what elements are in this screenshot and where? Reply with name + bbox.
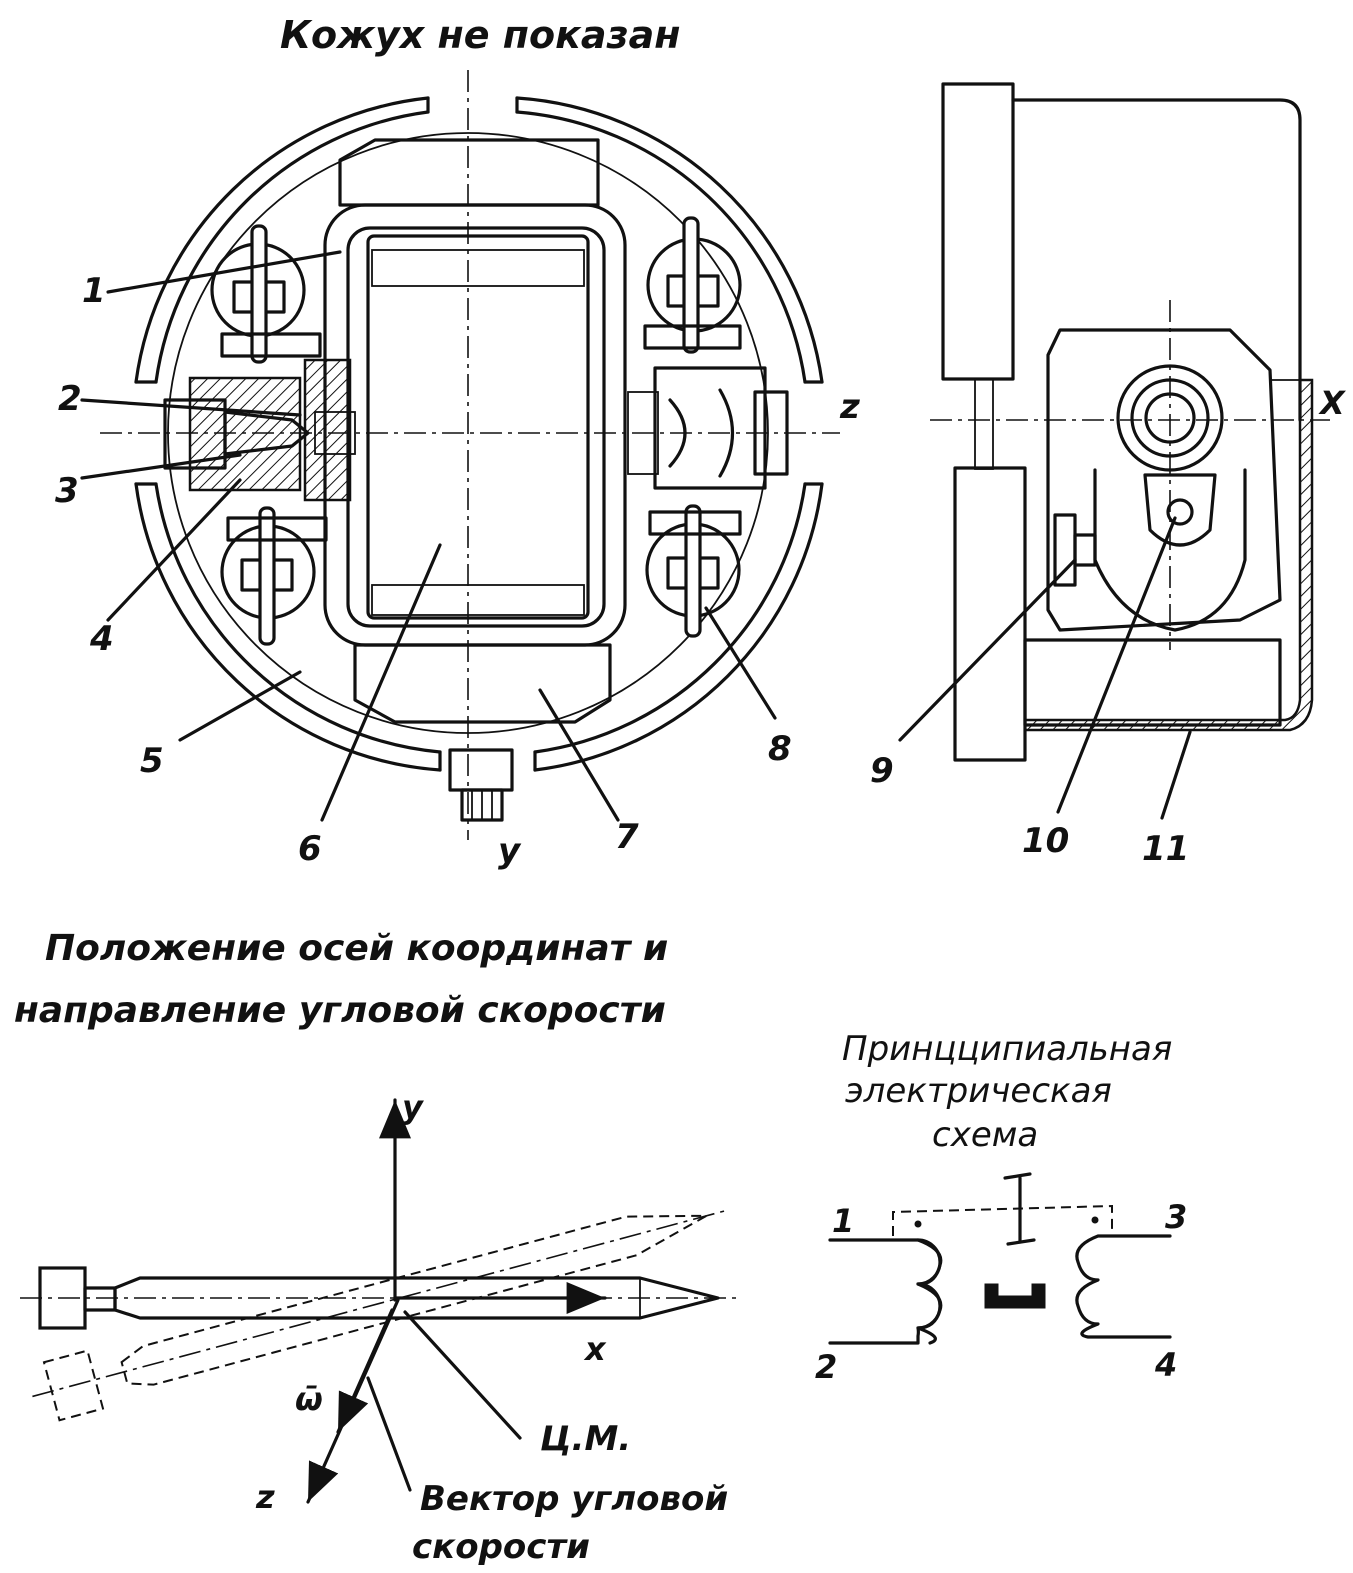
callout-8: 8: [768, 729, 792, 769]
schematic-title: Принцципиальная электрическая схема: [842, 1029, 1172, 1155]
callout-9: 9: [870, 751, 894, 791]
axes-diagram: y x z ω̄ Ц.М. Вектор угловой скорости: [20, 1088, 740, 1567]
schematic-title-line1: Принцципиальная: [842, 1029, 1172, 1069]
mount-bottom-right: [645, 504, 742, 638]
terminal-2: 2: [815, 1348, 837, 1386]
omega-label: ω̄: [295, 1380, 323, 1418]
outer-ring: [134, 96, 824, 772]
terminal-1: 1: [832, 1202, 854, 1240]
callout-6: 6: [298, 829, 322, 869]
axis-y-label-diagram: y: [402, 1088, 424, 1126]
right-bearing: [627, 366, 789, 490]
casing-note: Кожух не показан: [280, 13, 681, 57]
axis-z-label-diagram: z: [255, 1478, 275, 1516]
mount-top-left: [210, 224, 322, 364]
axis-x-label-diagram: x: [583, 1330, 607, 1368]
callout-11: 11: [1142, 829, 1189, 869]
left-bearing: [163, 358, 356, 502]
side-view: 9 10 11 X: [870, 82, 1346, 869]
callout-4: 4: [89, 619, 114, 659]
callout-10: 10: [1022, 821, 1069, 861]
center-of-mass-label: Ц.М.: [540, 1419, 631, 1459]
vector-label-line2: скорости: [412, 1527, 590, 1567]
terminal-3: 3: [1165, 1198, 1187, 1236]
callout-1: 1: [82, 271, 106, 311]
electrical-schematic: 1 2 3 4: [815, 1172, 1187, 1386]
callout-7: 7: [615, 817, 639, 857]
axis-z-label: z: [839, 387, 860, 427]
bottom-connector: [448, 748, 514, 822]
vector-label-line1: Вектор угловой: [420, 1479, 728, 1519]
callout-2: 2: [58, 379, 82, 419]
axis-y-label: y: [498, 831, 522, 871]
axes-caption-line1: Положение осей координат и: [45, 928, 668, 969]
callout-3: 3: [55, 471, 79, 511]
mount-bottom-left: [220, 506, 328, 646]
mount-top-right: [643, 216, 742, 354]
schematic-title-line3: схема: [932, 1115, 1038, 1155]
callout-5: 5: [140, 741, 164, 781]
terminal-4: 4: [1154, 1346, 1177, 1384]
schematic-title-line2: электрическая: [845, 1071, 1112, 1111]
axes-caption-line2: направление угловой скорости: [14, 990, 666, 1031]
front-view: 1 2 3 4 5 6 7 8 z y: [55, 70, 860, 871]
axis-x-label-side: X: [1318, 384, 1346, 422]
